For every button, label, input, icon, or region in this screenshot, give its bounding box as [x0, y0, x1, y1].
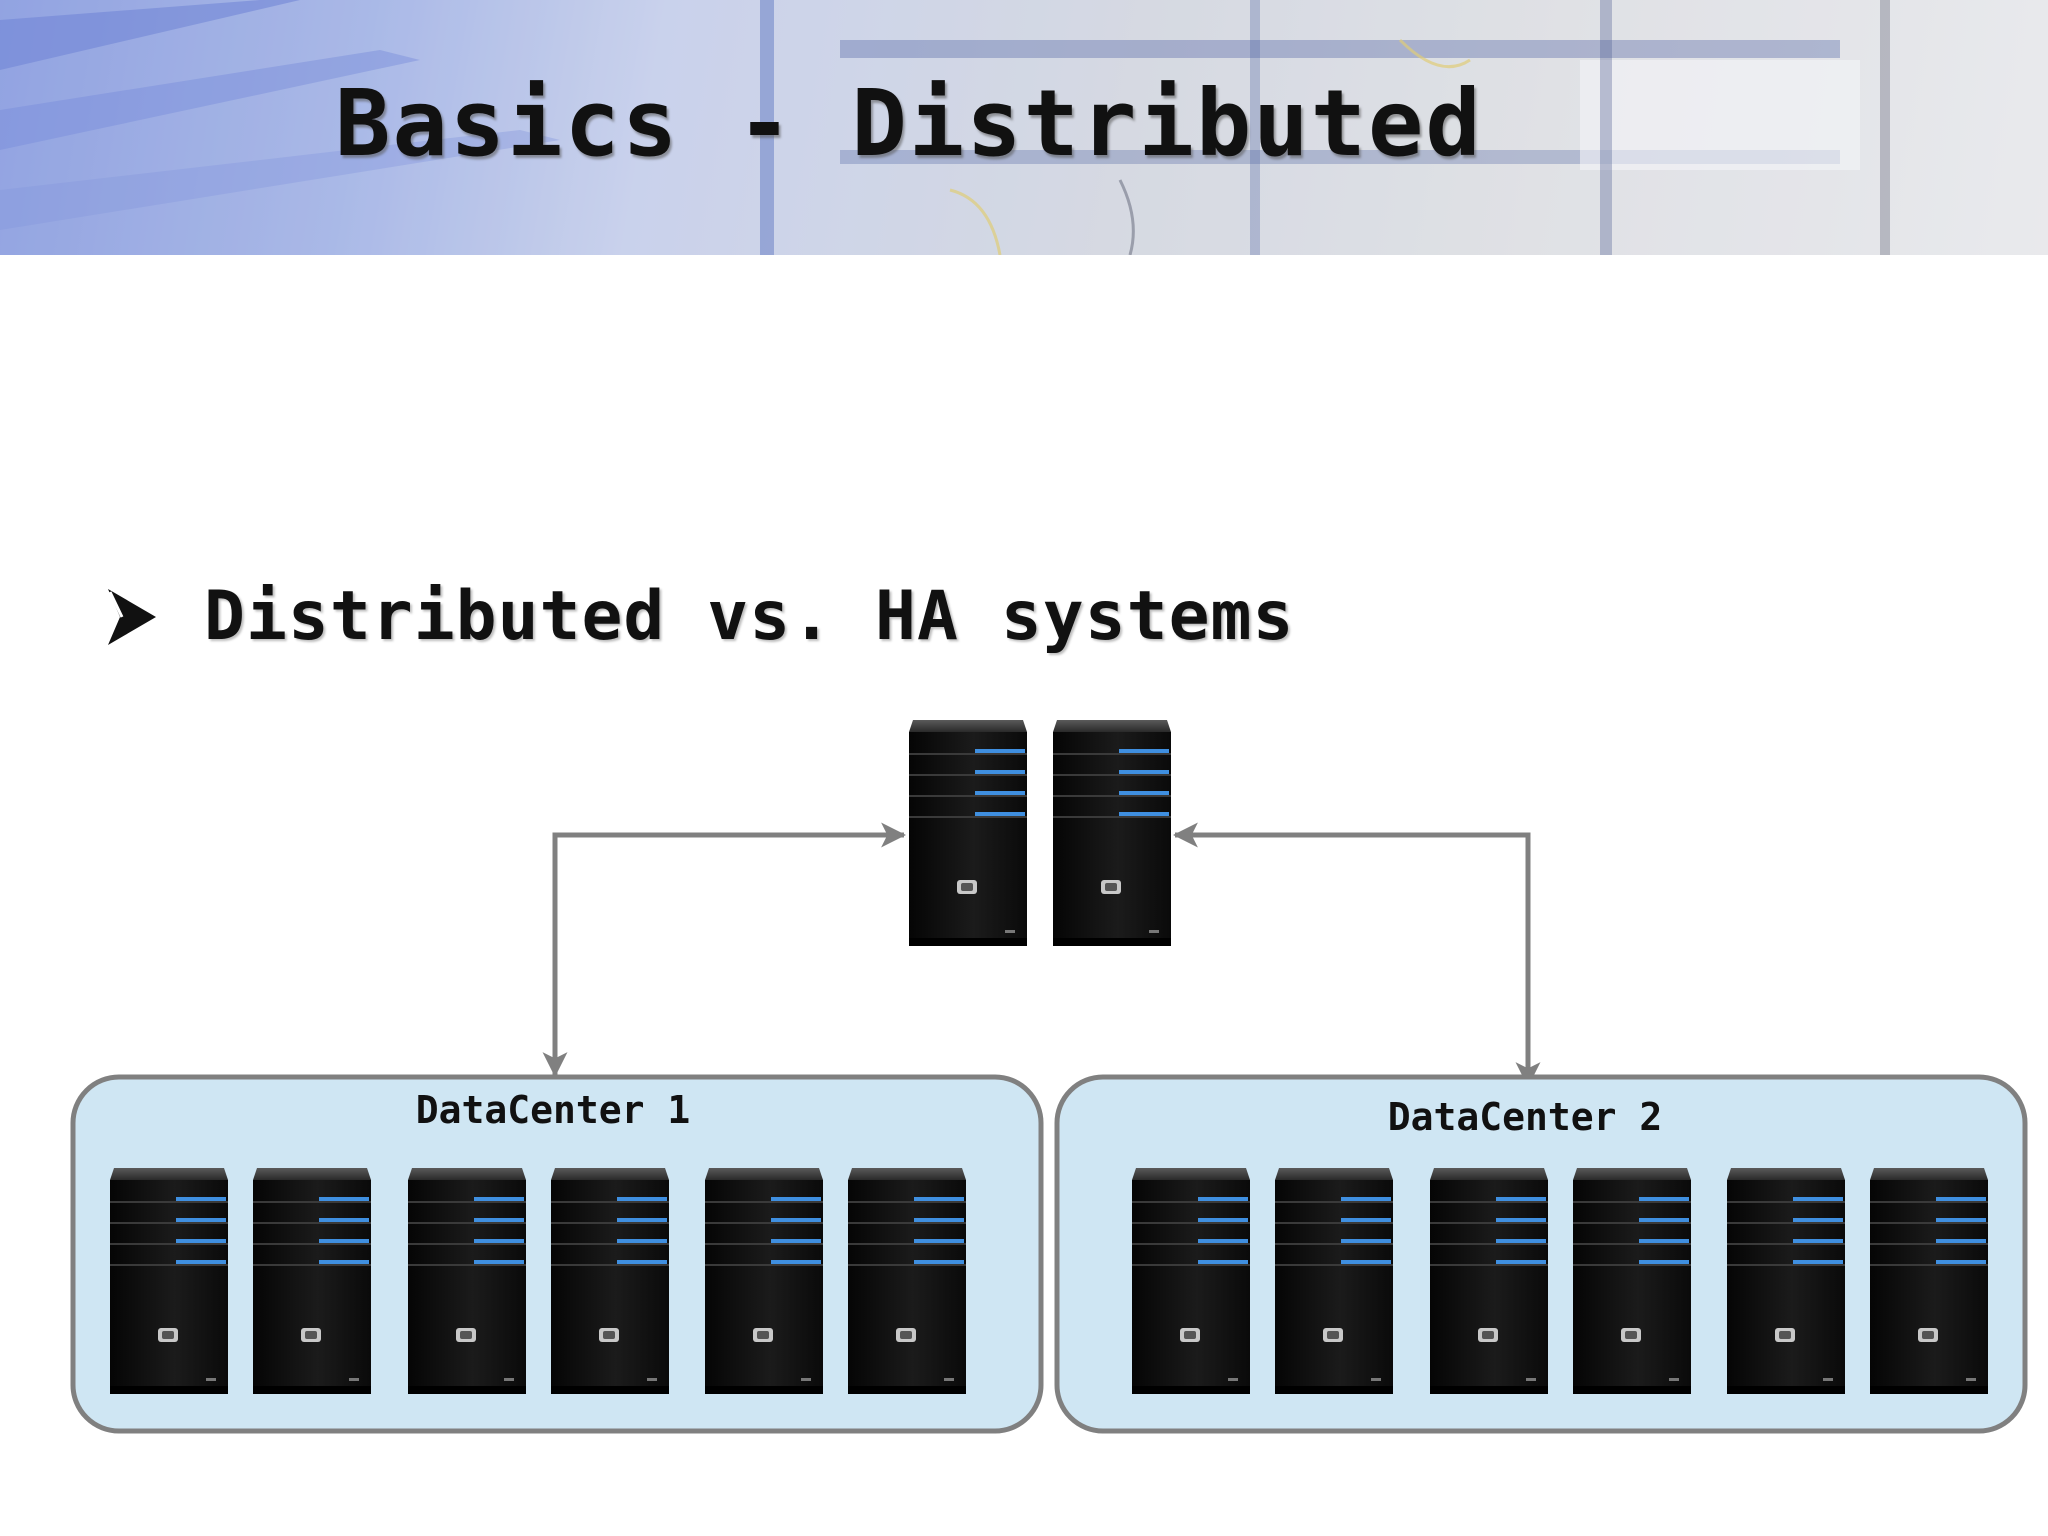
- server-tower-icon: [110, 1168, 228, 1394]
- server-tower-icon: [1132, 1168, 1250, 1394]
- server-tower-icon: [551, 1168, 669, 1394]
- server-tower-icon: [1430, 1168, 1548, 1394]
- server-tower-icon: [1727, 1168, 1845, 1394]
- central-servers: [909, 720, 1171, 946]
- server-tower-icon: [1870, 1168, 1988, 1394]
- datacenter-1: DataCenter 1: [70, 1074, 1044, 1434]
- connector-datacenter-2: [1172, 822, 1541, 1088]
- datacenter-2: DataCenter 2: [1054, 1074, 2028, 1434]
- server-tower-icon: [1275, 1168, 1393, 1394]
- server-tower-icon: [253, 1168, 371, 1394]
- bullet-point: Distributed vs. HA systems: [108, 577, 1294, 656]
- slide-title: Basics - Distributed: [335, 70, 1483, 177]
- datacenter-1-label: DataCenter 1: [416, 1088, 691, 1132]
- server-tower-icon: [1053, 720, 1171, 946]
- connector-datacenter-1: [542, 822, 907, 1078]
- bullet-arrowhead-icon: [108, 588, 156, 645]
- datacenter-2-label: DataCenter 2: [1388, 1095, 1663, 1139]
- server-tower-icon: [705, 1168, 823, 1394]
- bullet-text: Distributed vs. HA systems: [204, 577, 1295, 656]
- server-tower-icon: [1573, 1168, 1691, 1394]
- datacenter-photo-banner: [0, 0, 2048, 255]
- server-tower-icon: [408, 1168, 526, 1394]
- server-tower-icon: [909, 720, 1027, 946]
- server-tower-icon: [848, 1168, 966, 1394]
- header-banner: Basics - Distributed: [0, 0, 2048, 255]
